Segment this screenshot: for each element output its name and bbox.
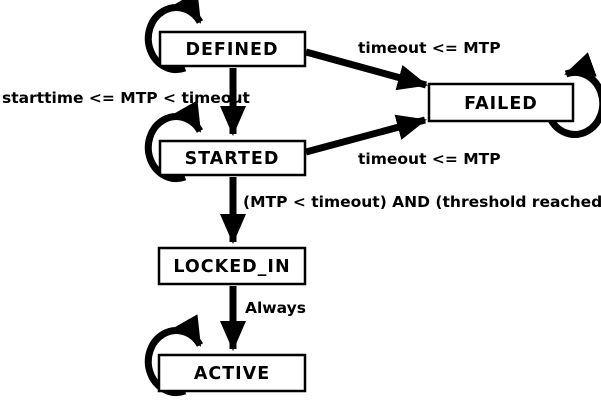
state-failed-box xyxy=(427,82,575,123)
state-lockedin-box xyxy=(157,246,307,286)
self-loop-arrow-defined xyxy=(144,0,204,74)
self-loop-arrow-started xyxy=(144,100,204,183)
state-defined-label: DEFINED xyxy=(185,40,278,60)
state-lockedin-label: LOCKED_IN xyxy=(173,257,290,277)
transition-label-lockedin-active: Always xyxy=(245,299,306,317)
state-started-box xyxy=(158,139,307,177)
state-failed-label: FAILED xyxy=(464,94,538,114)
transition-arrow-defined-failed xyxy=(305,48,428,91)
state-active-label: ACTIVE xyxy=(194,364,270,384)
transition-arrow-started-failed xyxy=(305,114,427,156)
state-started-label: STARTED xyxy=(185,149,280,169)
transition-label-started-lockedin: (MTP < timeout) AND (threshold reached) xyxy=(243,193,601,211)
transition-label-defined-started: starttime <= MTP < timeout xyxy=(2,89,251,107)
transition-label-defined-failed: timeout <= MTP xyxy=(358,39,501,57)
state-defined-box xyxy=(158,30,307,68)
transition-label-started-failed: timeout <= MTP xyxy=(358,150,501,168)
state-active-box xyxy=(157,353,307,393)
